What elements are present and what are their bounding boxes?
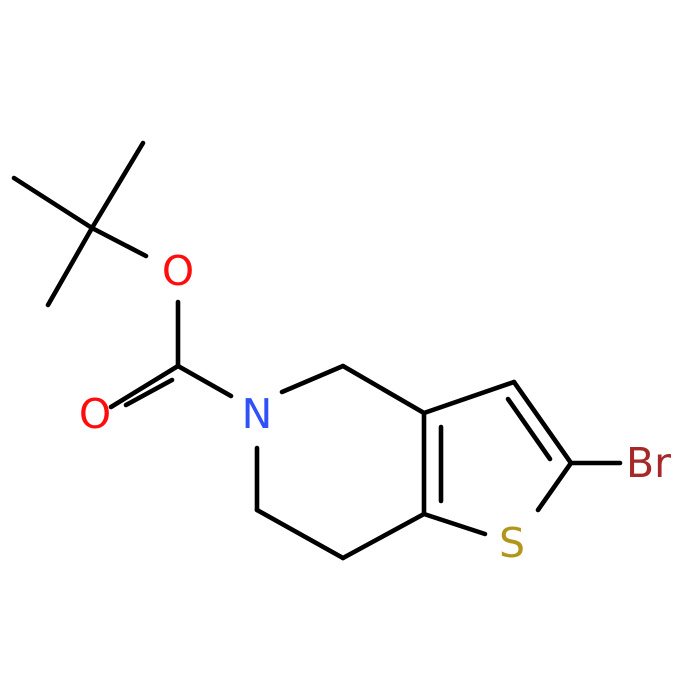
bond-tbu-methyl-bottom <box>45 225 95 308</box>
bond-c2-to-sulfur <box>535 460 574 513</box>
nitrogen-label: N <box>242 390 273 438</box>
bond-carbonyl-carbon-to-nitrogen <box>175 363 234 399</box>
bond-c3-c2-double-inner <box>505 396 553 462</box>
bond-tbu-methyl-left <box>11 175 95 231</box>
bond-carbonyl-double-outer <box>108 363 181 410</box>
oxygen-carbonyl-label: O <box>79 390 111 438</box>
bond-sulfur-to-c7a <box>421 511 488 537</box>
bond-c7-to-c6 <box>254 507 346 561</box>
bond-tbu-methyl-top <box>89 140 146 231</box>
bond-nitrogen-to-c4 <box>279 363 346 395</box>
bond-c3-to-c2 <box>511 379 574 466</box>
bond-carbonyl-double-inner <box>123 377 175 408</box>
bond-tbu-to-ester-oxygen <box>89 225 149 259</box>
sulfur-label: S <box>499 519 525 567</box>
bromine-label: Br <box>626 439 671 487</box>
oxygen-ester-label: O <box>162 247 194 295</box>
bond-c3a-to-c3 <box>421 379 517 416</box>
bond-c7a-to-c7 <box>340 511 427 561</box>
bond-c4-to-c3a <box>340 363 427 416</box>
